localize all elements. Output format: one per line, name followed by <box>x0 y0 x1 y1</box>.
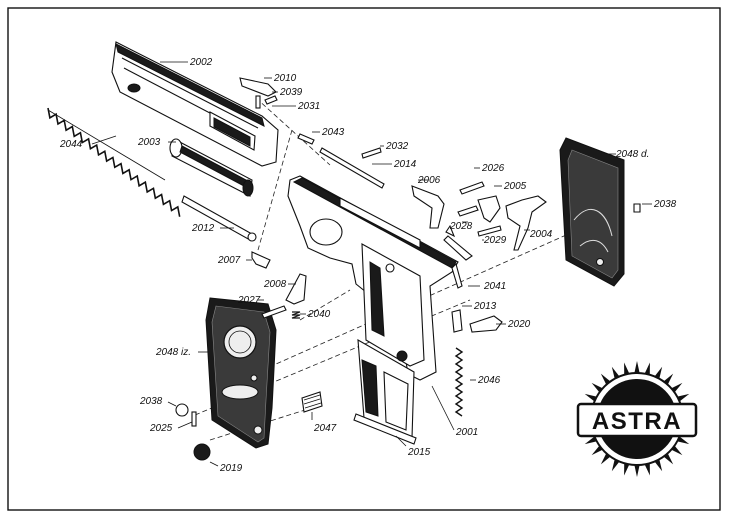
part-label-2005: 2005 <box>503 181 527 192</box>
part-label-2013: 2013 <box>473 301 497 312</box>
part-label-2026: 2026 <box>481 163 505 174</box>
part-label-2047: 2047 <box>313 423 337 434</box>
part-label-2001: 2001 <box>455 427 478 438</box>
part-labels: 2002 2010 2039 2031 2044 2003 2043 2032 … <box>59 57 677 474</box>
part-label-2010: 2010 <box>273 73 297 84</box>
part-label-2006: 2006 <box>417 175 441 186</box>
barrel-part <box>169 138 254 197</box>
part-label-2004: 2004 <box>529 229 553 240</box>
part-label-2038-left: 2038 <box>139 396 163 407</box>
part-label-2012: 2012 <box>191 223 215 234</box>
part-label-2043: 2043 <box>321 127 345 138</box>
leader-lines <box>91 61 652 467</box>
diagram-frame <box>7 7 721 511</box>
guide-rod-part <box>181 195 257 242</box>
part-label-2029: 2029 <box>483 235 507 246</box>
pistol-frame-part <box>287 175 459 381</box>
part-label-2002: 2002 <box>189 57 213 68</box>
right-grip-part <box>559 137 625 287</box>
part-label-2008: 2008 <box>263 279 287 290</box>
part-label-2028: 2028 <box>449 221 473 232</box>
logo-wordmark: ASTRA <box>592 408 682 435</box>
part-label-2048-iz: 2048 iz. <box>155 347 191 358</box>
part-label-2032: 2032 <box>385 141 409 152</box>
part-label-2044: 2044 <box>59 139 83 150</box>
part-label-2020: 2020 <box>507 319 531 330</box>
part-label-2031: 2031 <box>297 101 320 112</box>
part-label-2048-d: 2048 d. <box>615 149 649 160</box>
small-parts-top <box>239 77 502 237</box>
astra-logo: ASTRA <box>576 361 698 477</box>
part-label-2038-right: 2038 <box>653 199 677 210</box>
part-label-2040: 2040 <box>307 309 331 320</box>
trigger-group-parts <box>411 185 547 261</box>
part-label-2015: 2015 <box>407 447 431 458</box>
part-label-2007: 2007 <box>217 255 241 266</box>
part-label-2019: 2019 <box>219 463 243 474</box>
logo-ray <box>633 462 641 477</box>
slide-part <box>111 41 279 167</box>
part-label-2003: 2003 <box>137 137 161 148</box>
logo-ray <box>633 361 641 376</box>
part-label-2041: 2041 <box>483 281 506 292</box>
part-label-2014: 2014 <box>393 159 417 170</box>
part-label-2039: 2039 <box>279 87 303 98</box>
magazine-part <box>353 339 417 445</box>
small-parts-bottom <box>175 203 641 461</box>
part-label-2025: 2025 <box>149 423 173 434</box>
part-label-2046: 2046 <box>477 375 501 386</box>
part-label-2027: 2027 <box>237 295 261 306</box>
left-grip-part <box>205 297 277 449</box>
recoil-spring-part <box>47 107 181 217</box>
